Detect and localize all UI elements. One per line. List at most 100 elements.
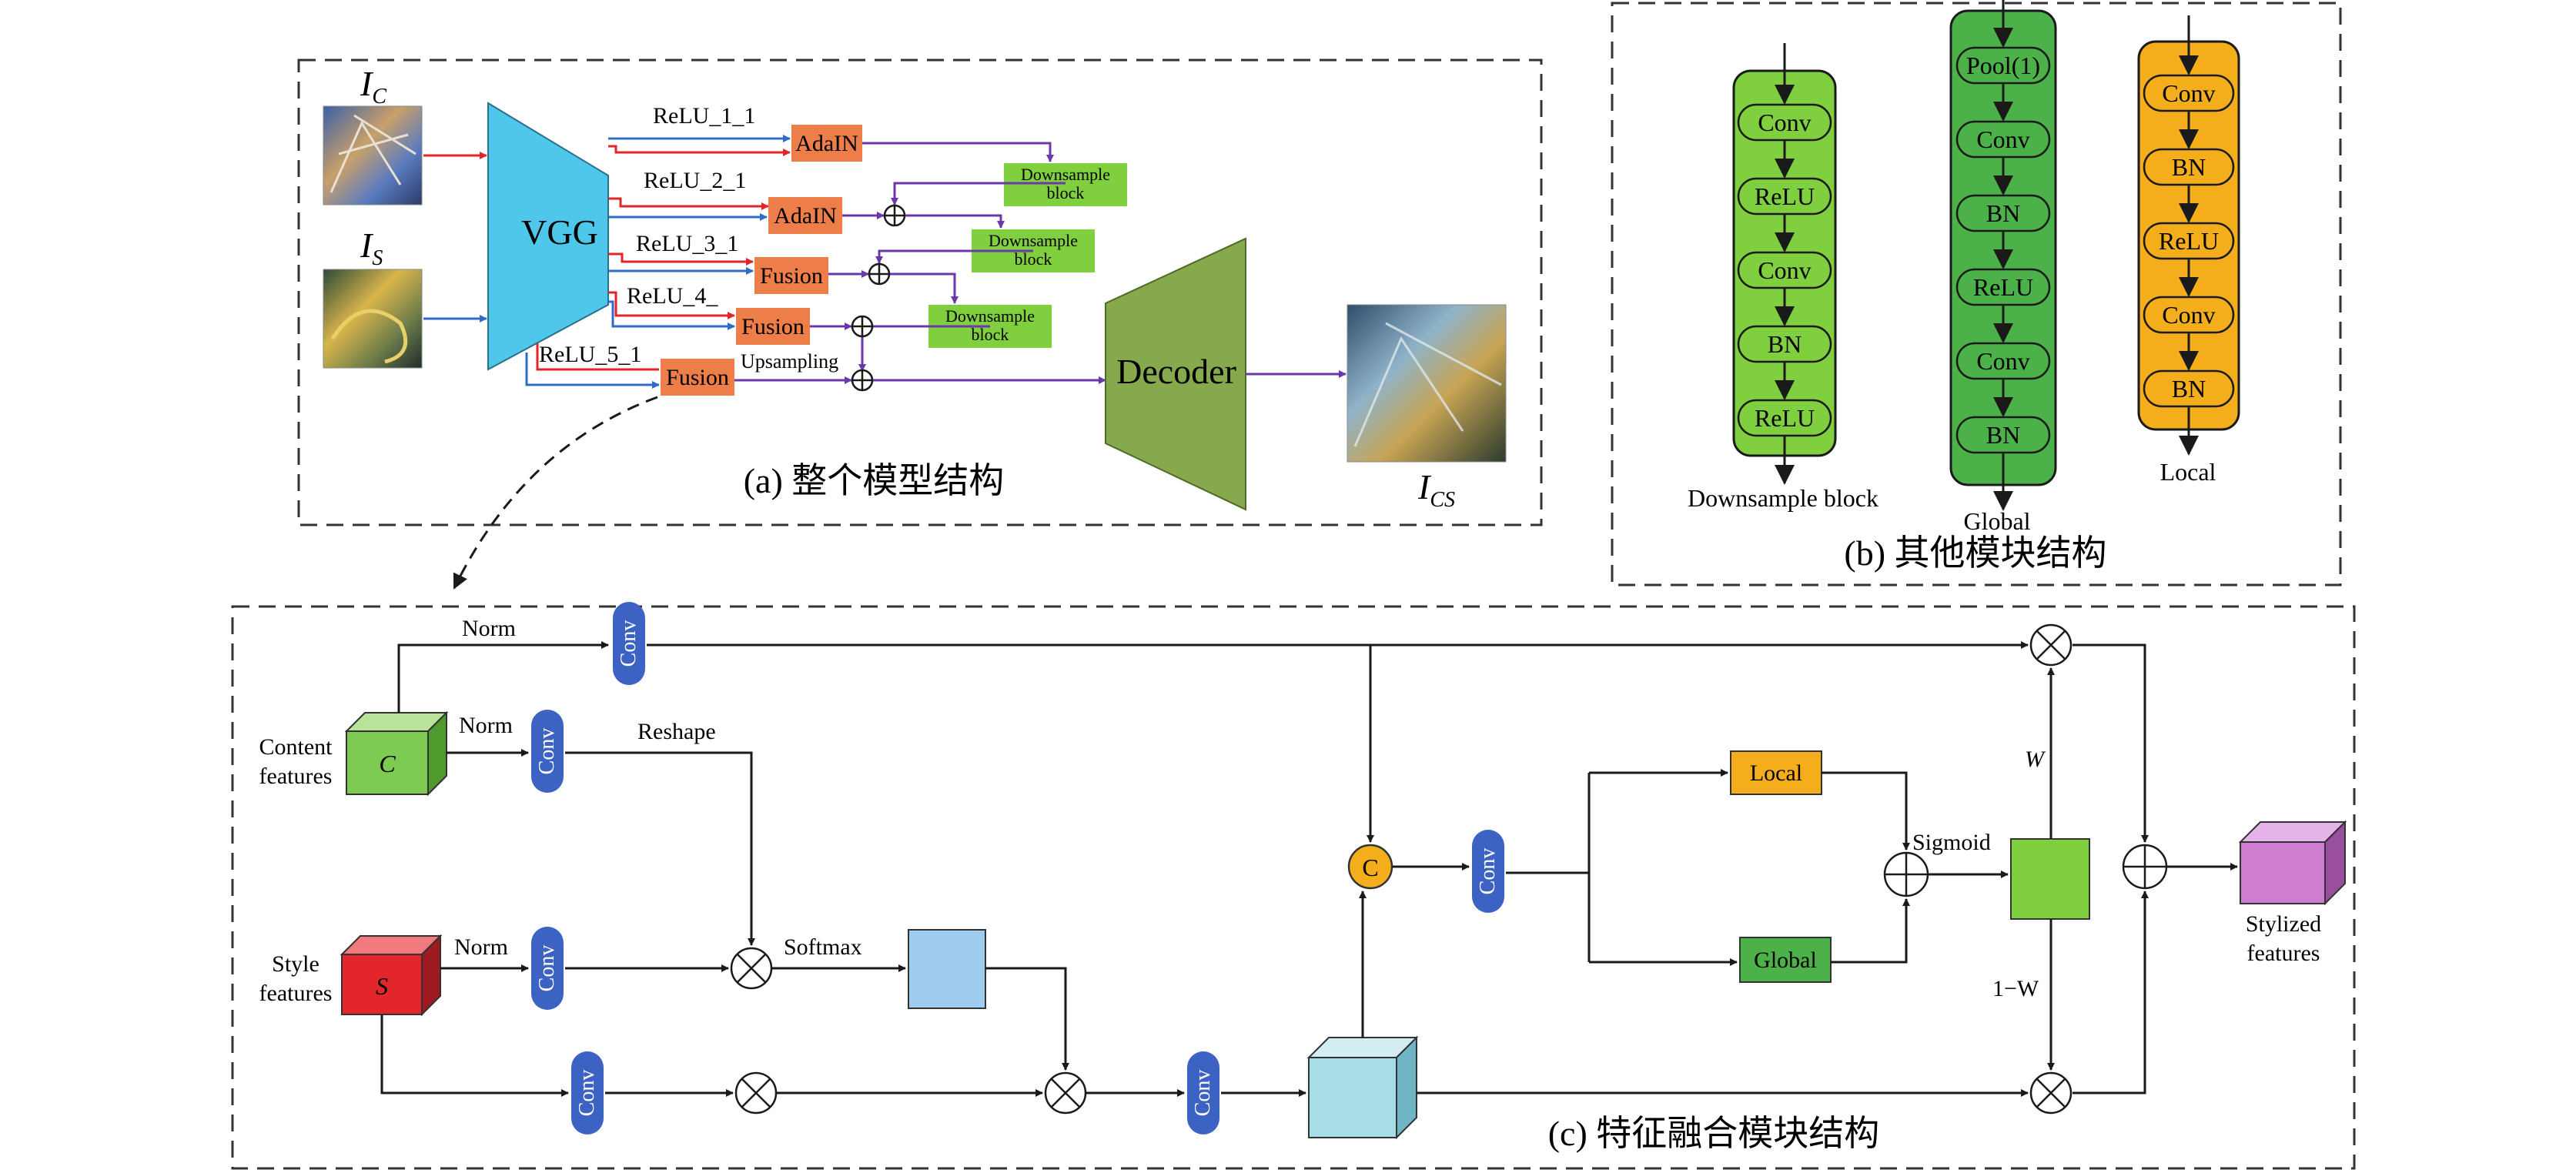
svg-text:Global: Global <box>1754 947 1817 973</box>
content-features-label-line1: Content <box>259 734 333 760</box>
style-features-label-line2: features <box>259 981 333 1006</box>
relu-label-5: ReLU_5_1 <box>539 342 641 367</box>
svg-text:block: block <box>972 325 1009 344</box>
panel-a: IC IS VGG <box>297 58 1543 526</box>
relu-label-1: ReLU_1_1 <box>653 103 755 129</box>
purple-flow <box>734 142 1106 384</box>
global-block: Global <box>1739 937 1832 983</box>
adain-block-1: AdaIN <box>791 125 862 162</box>
local-label: Local <box>2160 458 2216 486</box>
decoder <box>1105 237 1246 511</box>
stack-item-label: Conv <box>2162 79 2215 107</box>
stack-item-label: Conv <box>1758 256 1811 284</box>
fusion-block-3: Fusion <box>661 359 734 396</box>
stack-item-label: ReLU <box>2159 227 2219 255</box>
softmax-label: Softmax <box>784 934 862 960</box>
svg-text:Fusion: Fusion <box>760 263 823 289</box>
multiply-nodes <box>730 623 2073 1115</box>
stack-item-label: ReLU <box>1755 404 1815 432</box>
svg-text:Conv: Conv <box>1191 1070 1215 1117</box>
panel-c: Conv Conv Conv Conv Conv Conv C <box>231 602 2356 1170</box>
svg-text:S: S <box>376 972 388 1000</box>
stack-item-label: BN <box>2172 153 2206 181</box>
conv-pill: Conv <box>571 1051 604 1135</box>
svg-text:block: block <box>1015 249 1052 269</box>
panel-a-caption: (a) 整个模型结构 <box>744 461 1005 500</box>
stack-item-label: BN <box>1768 330 1802 358</box>
svg-text:Downsample: Downsample <box>989 231 1078 250</box>
content-image <box>323 105 423 206</box>
decoder-label: Decoder <box>1116 352 1236 391</box>
svg-text:Conv: Conv <box>535 728 559 775</box>
conv-pill: Conv <box>613 602 645 685</box>
panel-c-caption: (c) 特征融合模块结构 <box>1548 1114 1880 1153</box>
value-cube <box>1306 1035 1419 1140</box>
svg-text:AdaIN: AdaIN <box>795 131 858 156</box>
stylized-features-label-line2: features <box>2247 941 2320 966</box>
svg-text:Conv: Conv <box>1476 848 1500 895</box>
stack-item-label: BN <box>2172 375 2206 403</box>
svg-text:Downsample: Downsample <box>945 306 1035 326</box>
global-label: Global <box>1963 507 2030 535</box>
relu-connectors <box>525 135 791 386</box>
svg-text:Conv: Conv <box>535 945 559 992</box>
sigmoid-box <box>2010 838 2090 920</box>
stack-item-label: Conv <box>2162 301 2215 329</box>
vgg-encoder <box>487 102 609 371</box>
output-image <box>1347 304 1507 463</box>
adain-block-2: AdaIN <box>768 197 842 234</box>
reshape-label: Reshape <box>637 719 716 744</box>
svg-text:AdaIN: AdaIN <box>774 203 837 229</box>
one-minus-w-label: 1−W <box>1992 976 2039 1001</box>
relu-label-4: ReLU_4_ <box>627 283 718 309</box>
stack-item-label: Conv <box>1758 109 1811 136</box>
fusion-block-2: Fusion <box>736 308 810 345</box>
svg-text:Local: Local <box>1750 760 1802 786</box>
sigmoid-label: Sigmoid <box>1912 830 1991 855</box>
norm-label: Norm <box>454 934 508 960</box>
content-features-label-line2: features <box>259 764 333 789</box>
stack-item-label: BN <box>1986 199 2020 227</box>
stack-item-label: Conv <box>1976 347 2029 375</box>
downsample-block-label: Downsample block <box>1688 484 1878 512</box>
style-image <box>323 269 423 369</box>
w-label: W <box>2025 747 2046 772</box>
norm-label: Norm <box>462 616 516 641</box>
ic-label: IC <box>360 64 386 109</box>
svg-text:Conv: Conv <box>617 620 641 667</box>
softmax-box <box>908 929 986 1009</box>
svg-text:C: C <box>1362 854 1378 881</box>
upsampling-label: Upsampling <box>741 350 838 373</box>
svg-text:Conv: Conv <box>575 1070 599 1117</box>
svg-text:Downsample: Downsample <box>1021 165 1110 184</box>
panel-b-caption: (b) 其他模块结构 <box>1844 533 2106 573</box>
norm-label: Norm <box>459 713 513 738</box>
local-block: Local <box>1730 750 1822 795</box>
vgg-label: VGG <box>521 212 598 252</box>
stack-item-label: ReLU <box>1973 273 2033 301</box>
style-features-label-line1: Style <box>272 951 319 977</box>
stack-item-label: ReLU <box>1755 182 1815 210</box>
stylized-features-label-line1: Stylized <box>2246 911 2321 937</box>
ics-label: ICS <box>1417 467 1455 512</box>
conv-pill: Conv <box>1187 1051 1219 1135</box>
conv-pill: Conv <box>1472 830 1504 913</box>
relu-label-3: ReLU_3_1 <box>636 231 738 256</box>
stack-item-label: BN <box>1986 421 2020 449</box>
svg-text:Fusion: Fusion <box>666 365 729 390</box>
is-label: IS <box>360 226 383 270</box>
conv-pill: Conv <box>531 710 564 793</box>
downsample-block-1: Downsample block <box>1004 163 1127 206</box>
fusion-block-1: Fusion <box>754 257 828 294</box>
concat-node: C <box>1347 844 1393 890</box>
zoom-arrow <box>453 396 658 590</box>
svg-text:block: block <box>1047 183 1085 202</box>
sum-nodes-a <box>851 204 906 392</box>
conv-pill: Conv <box>531 927 564 1010</box>
add-nodes <box>1883 844 2168 897</box>
